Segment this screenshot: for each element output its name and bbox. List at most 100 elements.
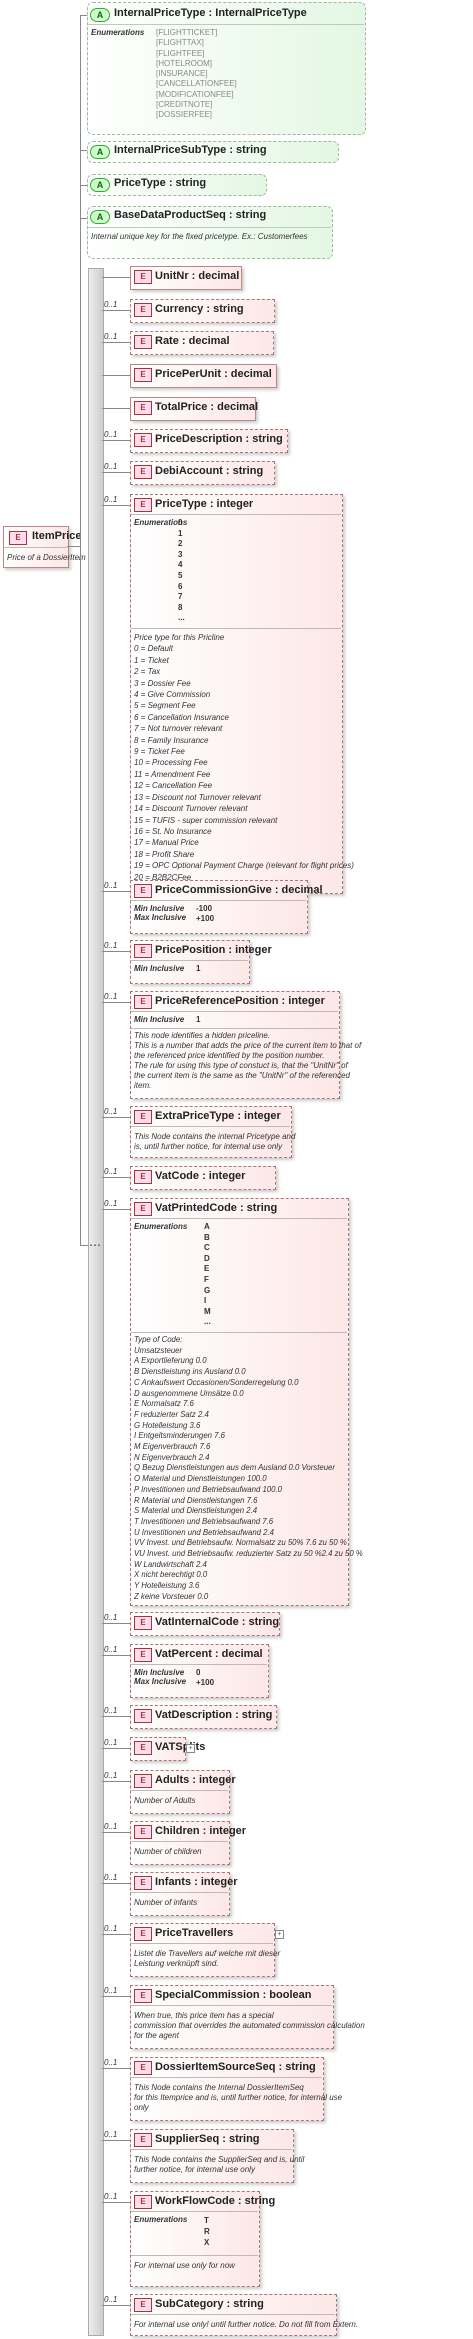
element-name: PriceCommissionGive : decimal — [155, 884, 323, 896]
element-icon: E — [134, 2298, 152, 2312]
element-box[interactable] — [130, 494, 343, 894]
expand-icon[interactable]: + — [275, 1930, 284, 1939]
element-icon: E — [134, 2133, 152, 2147]
connector-line — [102, 891, 130, 892]
element-icon: E — [134, 1825, 152, 1839]
multiplicity-label: 0..1 — [104, 881, 118, 890]
attribute-icon: A — [90, 8, 110, 22]
multiplicity-label: 0..1 — [104, 1706, 118, 1715]
connector-line — [102, 2305, 130, 2306]
multiplicity-label: 0..1 — [104, 2058, 118, 2067]
root-element-name: ItemPrice — [32, 530, 82, 542]
enumeration-values: A B C D E F G I M ... — [204, 1222, 211, 1327]
element-doc: Price type for this Pricline 0 = Default… — [134, 633, 354, 893]
multiplicity-label: 0..1 — [104, 2192, 118, 2201]
element-box[interactable] — [130, 2129, 294, 2183]
element-box[interactable] — [130, 1612, 280, 1636]
attribute-name: BaseDataProductSeq : string — [114, 209, 267, 221]
multiplicity-label: 0..1 — [104, 300, 118, 309]
multiplicity-label: 0..1 — [104, 1613, 118, 1622]
facet-label: Min Inclusive — [134, 1015, 185, 1024]
multiplicity-label: 0..1 — [104, 2130, 118, 2139]
element-icon: E — [134, 303, 152, 317]
element-box[interactable] — [130, 1985, 334, 2049]
connector-line — [102, 1002, 130, 1003]
element-box[interactable] — [130, 429, 288, 453]
element-doc: For internal use only! until further not… — [134, 2320, 359, 2329]
separator — [131, 1841, 228, 1842]
element-icon: E — [134, 498, 152, 512]
element-name: VatCode : integer — [155, 1170, 246, 1182]
separator — [131, 1218, 347, 1219]
attribute-name: InternalPriceSubType : string — [114, 144, 267, 156]
element-box[interactable] — [130, 1644, 269, 1698]
separator — [131, 2211, 258, 2212]
connector-line — [102, 1177, 130, 1178]
root-element-doc: Price of a DossierItem — [7, 553, 86, 562]
connector-line — [67, 546, 81, 547]
connector-line — [102, 505, 130, 506]
expand-icon[interactable]: + — [186, 1744, 195, 1753]
sequence-compositor[interactable] — [88, 268, 104, 2336]
element-name: Infants : integer — [155, 1876, 238, 1888]
connector-line — [102, 440, 130, 441]
separator — [131, 1664, 267, 1665]
multiplicity-label: 0..1 — [104, 495, 118, 504]
element-doc: Number of children — [134, 1847, 202, 1856]
enumerations-label: Enumerations — [134, 2215, 188, 2224]
element-doc: For internal use only for now — [134, 2261, 235, 2270]
connector-line — [102, 1832, 130, 1833]
element-doc: When true, this price item has a special… — [134, 2011, 365, 2040]
element-name: Children : integer — [155, 1825, 247, 1837]
sequence-icon: ⋯ — [89, 1238, 101, 1252]
attribute-pricetype[interactable] — [87, 174, 267, 196]
connector-line — [102, 1934, 130, 1935]
element-box[interactable] — [130, 2057, 324, 2121]
element-icon: E — [134, 1741, 152, 1755]
element-doc: Number of Adults — [134, 1796, 196, 1805]
connector-line — [102, 408, 130, 409]
element-box[interactable] — [130, 461, 275, 485]
element-box[interactable] — [130, 1705, 277, 1729]
separator — [4, 547, 67, 548]
element-name: PriceDescription : string — [155, 433, 283, 445]
connector-line — [102, 310, 130, 311]
element-box[interactable] — [130, 1166, 276, 1190]
element-box[interactable] — [130, 991, 340, 1099]
element-icon: E — [134, 884, 152, 898]
element-box[interactable] — [130, 1198, 349, 1606]
element-icon: E — [134, 335, 152, 349]
facet-value: 1 — [196, 964, 201, 973]
facet-label: Min Inclusive Max Inclusive — [134, 904, 187, 922]
attribute-basedataproductseq[interactable] — [87, 206, 333, 259]
element-box[interactable] — [130, 2294, 337, 2336]
connector-line — [80, 15, 87, 16]
element-icon: E — [134, 401, 152, 415]
element-box[interactable] — [130, 1106, 292, 1158]
element-box[interactable] — [130, 880, 308, 934]
element-name: SpecialCommission : boolean — [155, 1989, 312, 2001]
element-name: DebiAccount : string — [155, 465, 264, 477]
connector-line — [102, 2140, 130, 2141]
connector-line — [102, 951, 130, 952]
connector-line — [102, 2068, 130, 2069]
element-icon: E — [134, 1616, 152, 1630]
attribute-internalpricesubtype[interactable] — [87, 141, 339, 163]
element-box[interactable] — [130, 364, 277, 388]
element-icon: E — [134, 368, 152, 382]
multiplicity-label: 0..1 — [104, 941, 118, 950]
element-doc: This Node contains the SupplierSeq and i… — [134, 2155, 305, 2174]
element-box[interactable] — [130, 299, 275, 323]
element-name: PricePosition : integer — [155, 944, 272, 956]
connector-line — [102, 1209, 130, 1210]
element-name: VatPrintedCode : string — [155, 1202, 278, 1214]
connector-line — [102, 1655, 130, 1656]
element-icon: E — [134, 944, 152, 958]
connector-line — [102, 277, 130, 278]
multiplicity-label: 0..1 — [104, 1645, 118, 1654]
element-box[interactable] — [130, 1923, 275, 1977]
multiplicity-label: 0..1 — [104, 332, 118, 341]
connector-line — [102, 472, 130, 473]
facet-value: -100 +100 — [196, 904, 215, 924]
element-box[interactable] — [130, 331, 274, 355]
